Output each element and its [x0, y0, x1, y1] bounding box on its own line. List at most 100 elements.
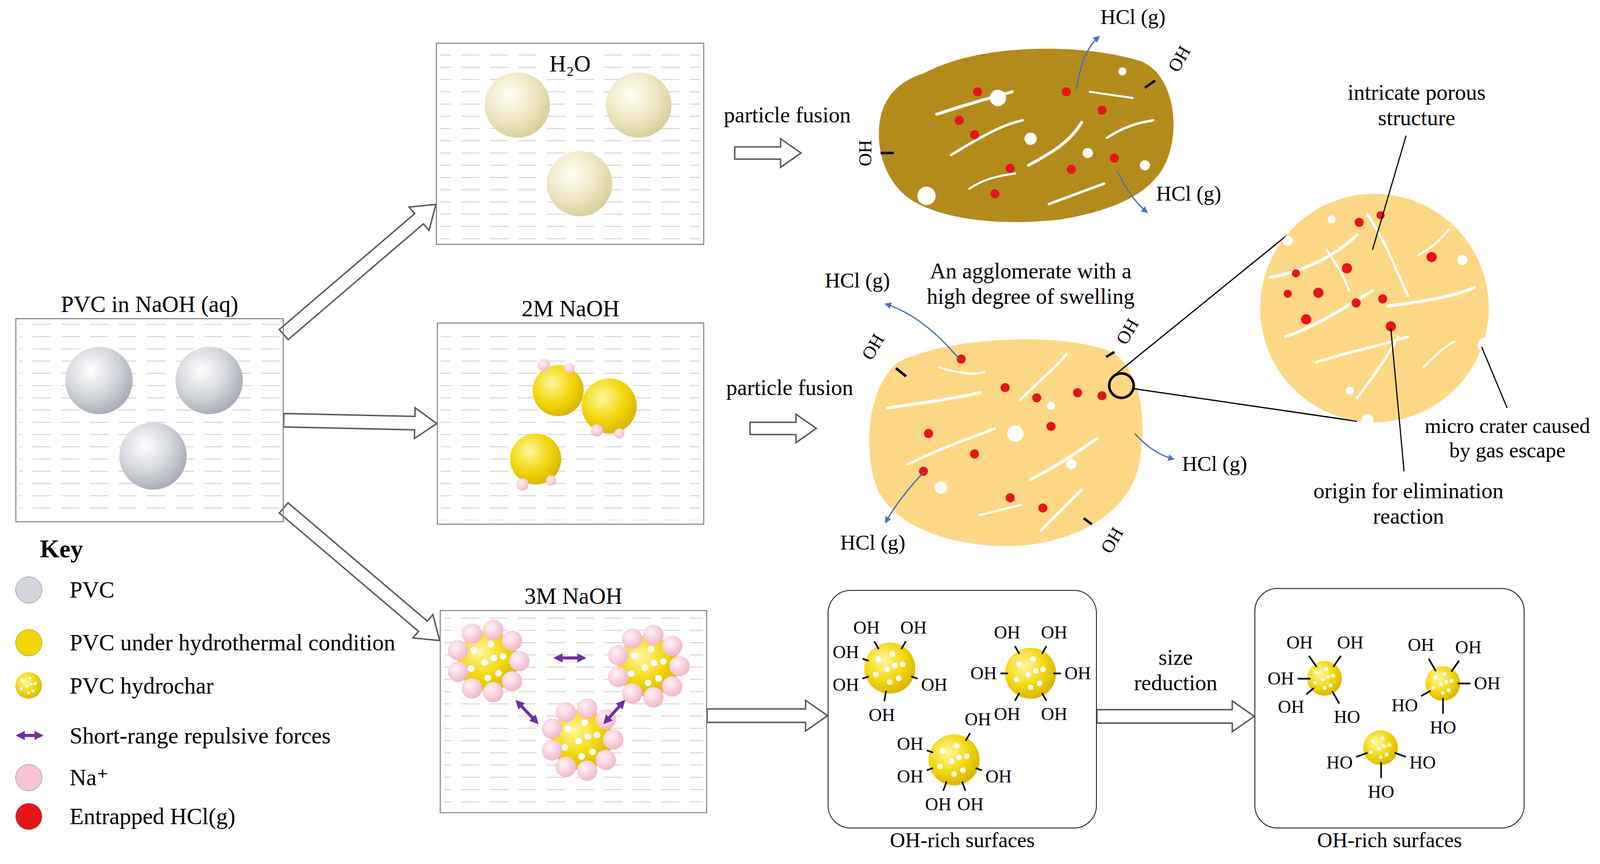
pore-dot	[1325, 674, 1330, 679]
drawn-shape	[1048, 183, 1105, 205]
legend-text: PVC under hydrothermal condition	[69, 629, 396, 656]
drawn-shape	[973, 87, 983, 97]
drawn-shape	[1083, 518, 1092, 525]
drawn-shape	[1354, 217, 1364, 228]
drawn-shape	[564, 363, 575, 374]
hydroxyl-bond	[1332, 691, 1340, 704]
sodium-ion	[447, 661, 469, 683]
drawn-shape	[1346, 386, 1355, 395]
hydrochar-particle	[15, 672, 42, 699]
pore-dot	[1320, 677, 1325, 682]
drawn-shape	[1282, 215, 1492, 427]
drawn-shape	[517, 701, 537, 723]
hydroxyl-label: HO	[1409, 752, 1436, 774]
pore-dot	[1432, 675, 1437, 680]
pore-dot	[948, 758, 955, 765]
drawn-shape	[1117, 171, 1148, 213]
drawn-shape	[1477, 337, 1492, 352]
pore-dot	[29, 682, 33, 686]
drawn-shape	[969, 173, 1016, 189]
hydroxyl-label: OH	[1407, 634, 1435, 656]
annotation: Key	[39, 534, 84, 564]
drawn-shape	[938, 367, 986, 374]
legend-swatch	[15, 764, 43, 792]
hydroxyl-bond	[1442, 697, 1444, 714]
drawn-shape	[1283, 211, 1437, 332]
drawn-shape	[15, 672, 42, 699]
drawn-shape	[175, 347, 243, 415]
hydroxyl-label: OH	[1041, 703, 1068, 725]
hydroxyl-label: OH	[1267, 668, 1295, 690]
hydroxyl-label: OH	[868, 704, 896, 726]
hydroxyl-label: OH	[1064, 662, 1092, 685]
pore-dot	[467, 665, 475, 673]
hydrochar-particle	[1005, 647, 1057, 699]
drawn-shape	[19, 322, 280, 519]
pore-dot	[872, 671, 879, 678]
hydroxyl-label: OH	[1336, 632, 1364, 654]
drawn-shape	[969, 449, 979, 459]
drawn-shape	[989, 89, 1007, 107]
drawn-shape	[1097, 105, 1107, 115]
hydroxyl-bond	[862, 676, 869, 679]
pore-dot	[1444, 679, 1449, 684]
drawn-shape	[936, 91, 1154, 205]
annotation: HCl (g)	[1155, 181, 1222, 207]
drawn-shape	[614, 428, 625, 439]
pore-dot	[1030, 656, 1036, 663]
pore-dot	[1016, 661, 1023, 668]
hydrochar-particle	[864, 642, 915, 694]
pore-dot	[487, 640, 494, 648]
hydroxyl-bond	[1420, 690, 1431, 697]
pore-dot	[1449, 678, 1454, 683]
process-arrow	[279, 204, 436, 340]
drawn-shape	[1456, 254, 1468, 265]
pore-dot	[655, 674, 662, 682]
node-label: PVC in NaOH (aq)	[60, 290, 239, 318]
pore-dot	[1322, 685, 1327, 690]
sodium-ion	[461, 678, 483, 699]
drawn-shape	[1046, 421, 1056, 432]
drawn-shape	[1270, 214, 1492, 427]
hydroxyl-label: OH	[994, 622, 1021, 644]
drawn-shape	[606, 72, 672, 138]
drawn-shape	[1327, 215, 1336, 224]
sodium-ion	[643, 686, 664, 708]
hydroxyl-label: OH	[964, 709, 992, 731]
pore-dot	[31, 689, 35, 693]
legend-swatch	[15, 629, 43, 657]
sodium-ion	[509, 650, 530, 672]
hydroxyl-label: OH	[853, 617, 880, 639]
drawn-shape	[1144, 80, 1155, 88]
drawn-shape	[1066, 458, 1077, 470]
drawn-shape	[1372, 135, 1407, 251]
legend-swatch	[15, 576, 43, 604]
pore-dot	[1439, 682, 1444, 687]
drawn-shape	[1313, 287, 1324, 298]
pore-dot	[960, 767, 966, 774]
pore-dot	[887, 679, 893, 686]
hydroxyl-label: HO	[1430, 717, 1457, 739]
drawn-shape	[1341, 263, 1352, 274]
drawn-shape	[1106, 120, 1154, 138]
legend-text: Entrapped HCl(g)	[69, 803, 236, 830]
drawn-shape	[1390, 328, 1405, 472]
drawn-shape	[1316, 336, 1408, 362]
hydroxyl-label: OH	[1041, 622, 1068, 644]
pore-dot	[1312, 680, 1317, 685]
beaker-box: 2M NaOH	[436, 322, 705, 525]
hydroxyl-label: HO	[1391, 695, 1419, 717]
sodium-ion	[482, 619, 504, 641]
pore-dot	[891, 662, 898, 669]
sodium-ion	[661, 635, 683, 657]
pore-dot	[490, 654, 498, 662]
hydroxyl-label: OH	[1111, 314, 1143, 349]
drawn-shape	[979, 505, 1021, 516]
drawn-shape	[887, 353, 1097, 531]
hydroxyl-bond	[962, 781, 966, 791]
pore-dot	[899, 661, 906, 668]
hydroxyl-bond	[1042, 646, 1047, 654]
drawn-shape	[1291, 269, 1300, 278]
sodium-ion	[602, 729, 624, 750]
pore-dot	[953, 743, 960, 749]
